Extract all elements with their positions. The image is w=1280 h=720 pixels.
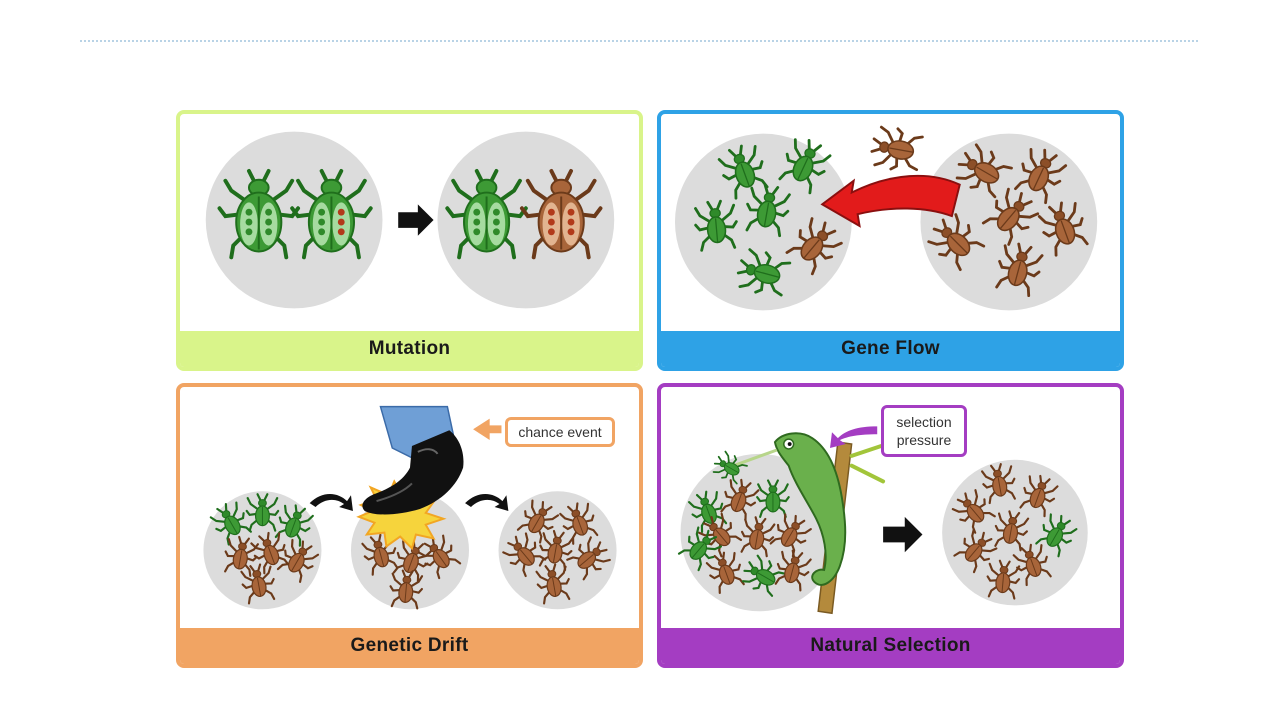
red-curved-arrow-icon: [820, 174, 961, 228]
mutation-svg: [205, 131, 615, 309]
population-circle-before: [205, 131, 383, 309]
curved-arrow-icon: [465, 493, 509, 511]
right-arrow-icon: [883, 516, 923, 553]
natural-selection-svg: [675, 426, 1088, 615]
brown-bug-migrating: [868, 123, 925, 175]
chameleon-icon: [773, 432, 847, 586]
callout-pointer-arrow: [473, 418, 502, 440]
panel-natural-selection: selection pressure Natural Selection: [657, 383, 1124, 668]
label-mutation: Mutation: [180, 331, 639, 367]
green-beetle-1: [217, 168, 301, 260]
black-shoe-icon: [362, 430, 464, 515]
natural-selection-illustration: selection pressure: [661, 387, 1120, 628]
panel-gene-flow: Gene Flow: [657, 110, 1124, 371]
gene-flow-svg: [674, 123, 1098, 311]
panel-mutation: Mutation: [176, 110, 643, 371]
top-dotted-rule: [80, 40, 1198, 42]
green-beetle-mutated: [290, 168, 373, 260]
label-gene-flow: Gene Flow: [661, 331, 1120, 367]
callout-line-2: pressure: [896, 432, 952, 448]
label-natural-selection: Natural Selection: [661, 628, 1120, 664]
green-beetle-2: [445, 168, 528, 260]
label-genetic-drift: Genetic Drift: [180, 628, 639, 664]
callout-line-1: selection: [896, 414, 952, 430]
callout-chance-event: chance event: [505, 417, 615, 447]
gene-flow-illustration: [661, 114, 1120, 331]
chameleon-tongue: [733, 448, 778, 468]
callout-selection-pressure: selection pressure: [881, 405, 967, 457]
genetic-drift-illustration: chance event: [180, 387, 639, 628]
curved-arrow-icon: [309, 493, 353, 511]
panel-genetic-drift: chance event Genetic Drift: [176, 383, 643, 668]
right-arrow-icon: [398, 204, 434, 236]
mutation-illustration: [180, 114, 639, 331]
brown-beetle-mutant: [519, 168, 603, 260]
genetic-drift-svg: [203, 405, 617, 610]
callout-pointer-arrow: [830, 426, 878, 448]
